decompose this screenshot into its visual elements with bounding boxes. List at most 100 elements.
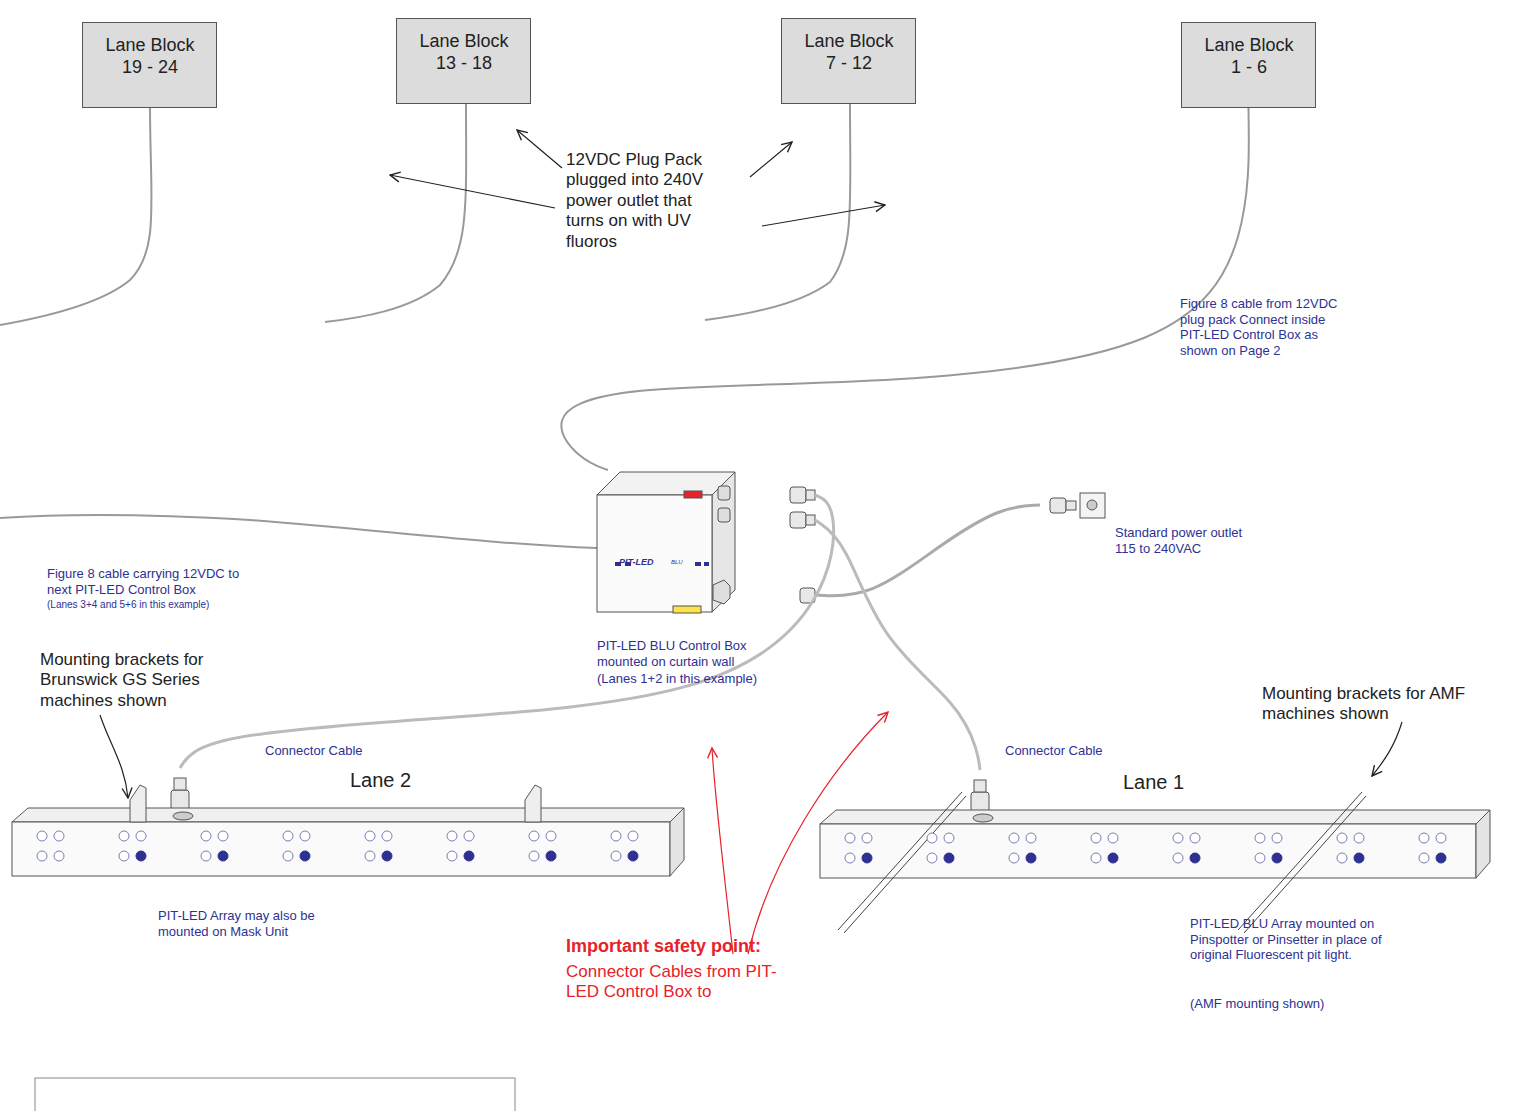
led-dot bbox=[628, 831, 638, 841]
annotation: PIT-LED BLU Array mounted on Pinspotter … bbox=[1190, 916, 1400, 963]
lane-block-box: Lane Block 13 - 18 bbox=[396, 18, 531, 104]
annotation: Figure 8 cable carrying 12VDC to next PI… bbox=[47, 566, 252, 597]
annotation: (Lanes 3+4 and 5+6 in this example) bbox=[47, 599, 267, 611]
node-text: BLU bbox=[671, 559, 691, 566]
led-dot bbox=[862, 833, 872, 843]
led-array: Lane 1 bbox=[818, 770, 1492, 880]
led-dot bbox=[944, 853, 954, 863]
led-dot bbox=[447, 851, 457, 861]
led-dot bbox=[1009, 833, 1019, 843]
cable bbox=[815, 505, 1040, 596]
led-dot bbox=[611, 851, 621, 861]
led-dot bbox=[37, 831, 47, 841]
led-dot bbox=[927, 853, 937, 863]
led-dot bbox=[628, 851, 638, 861]
led-dot bbox=[447, 831, 457, 841]
node-text: Lane Block 1 - 6 bbox=[1199, 35, 1299, 78]
node-text: (Lanes 1+2 in this example) bbox=[597, 671, 817, 687]
node-text: PIT-LED BLU Control Box mounted on curta… bbox=[597, 638, 797, 669]
led-dot bbox=[1354, 853, 1364, 863]
cable-label: Connector Cable bbox=[262, 742, 366, 760]
led-dot bbox=[1337, 853, 1347, 863]
node-text: Standard power outlet 115 to 240VAC bbox=[1115, 525, 1265, 556]
node-text: Lane 1 bbox=[1123, 770, 1213, 794]
led-dot bbox=[382, 831, 392, 841]
led-dot bbox=[1026, 833, 1036, 843]
led-dot bbox=[201, 851, 211, 861]
led-dot bbox=[54, 851, 64, 861]
node-text: Lane Block 19 - 24 bbox=[100, 35, 200, 78]
node-text: Lane Block 13 - 18 bbox=[414, 31, 514, 74]
notes-box bbox=[35, 1078, 515, 1111]
led-dot bbox=[944, 833, 954, 843]
led-dot bbox=[1190, 833, 1200, 843]
led-dot bbox=[464, 851, 474, 861]
led-dot bbox=[201, 831, 211, 841]
led-dot bbox=[218, 851, 228, 861]
led-dot bbox=[382, 851, 392, 861]
led-dot bbox=[1436, 833, 1446, 843]
safety-note: Important safety point: bbox=[566, 936, 826, 958]
led-dot bbox=[365, 851, 375, 861]
led-array: Lane 2 bbox=[10, 768, 686, 878]
annotation: Figure 8 cable from 12VDC plug pack Conn… bbox=[1180, 296, 1340, 358]
led-dot bbox=[1026, 853, 1036, 863]
cable bbox=[815, 520, 980, 770]
lane-block-box: Lane Block 19 - 24 bbox=[82, 22, 217, 108]
node-text: Lane Block 7 - 12 bbox=[799, 31, 899, 74]
led-dot bbox=[1337, 833, 1347, 843]
led-dot bbox=[845, 853, 855, 863]
cable bbox=[180, 495, 834, 768]
led-dot bbox=[1354, 833, 1364, 843]
led-dot bbox=[1009, 853, 1019, 863]
led-dot bbox=[218, 831, 228, 841]
led-dot bbox=[529, 831, 539, 841]
led-dot bbox=[37, 851, 47, 861]
led-dot bbox=[1419, 833, 1429, 843]
led-dot bbox=[927, 833, 937, 843]
led-dot bbox=[1255, 833, 1265, 843]
node-text: Lane 2 bbox=[350, 768, 440, 792]
led-dot bbox=[529, 851, 539, 861]
callout-arrows bbox=[100, 130, 1402, 798]
led-dot bbox=[136, 831, 146, 841]
cable bbox=[561, 108, 1248, 470]
annotation: 12VDC Plug Pack plugged into 240V power … bbox=[566, 150, 734, 252]
led-dot bbox=[119, 851, 129, 861]
led-dot bbox=[1108, 833, 1118, 843]
control-box bbox=[597, 472, 735, 613]
lane-block-box: Lane Block 1 - 6 bbox=[1181, 22, 1316, 108]
led-dot bbox=[283, 831, 293, 841]
safety-note: Connector Cables from PIT-LED Control Bo… bbox=[566, 962, 781, 1003]
led-dot bbox=[464, 831, 474, 841]
led-dot bbox=[300, 851, 310, 861]
plug-pack-cables bbox=[0, 104, 850, 548]
led-dot bbox=[365, 831, 375, 841]
led-dot bbox=[119, 831, 129, 841]
led-dot bbox=[1108, 853, 1118, 863]
led-dot bbox=[136, 851, 146, 861]
led-dot bbox=[546, 831, 556, 841]
annotation: Mounting brackets for AMF machines shown bbox=[1262, 684, 1497, 725]
led-dot bbox=[1091, 853, 1101, 863]
led-dot bbox=[1272, 833, 1282, 843]
led-dot bbox=[283, 851, 293, 861]
annotation: (AMF mounting shown) bbox=[1190, 996, 1400, 1012]
led-dot bbox=[54, 831, 64, 841]
led-dot bbox=[546, 851, 556, 861]
led-dot bbox=[1173, 853, 1183, 863]
led-dot bbox=[845, 833, 855, 843]
cable-label: Connector Cable bbox=[1002, 742, 1106, 760]
power-outlet: Standard power outlet 115 to 240VAC bbox=[1040, 490, 1330, 565]
led-dot bbox=[300, 831, 310, 841]
annotation: Mounting brackets for Brunswick GS Serie… bbox=[40, 650, 250, 711]
led-dot bbox=[1272, 853, 1282, 863]
control-box: PIT-LEDBLUPIT-LED BLU Control Box mounte… bbox=[597, 470, 815, 615]
led-dot bbox=[1255, 853, 1265, 863]
led-dot bbox=[1436, 853, 1446, 863]
led-dot bbox=[1419, 853, 1429, 863]
cable-plugs bbox=[171, 487, 1105, 812]
led-dot bbox=[611, 831, 621, 841]
lane-block-box: Lane Block 7 - 12 bbox=[781, 18, 916, 104]
led-dot bbox=[1173, 833, 1183, 843]
